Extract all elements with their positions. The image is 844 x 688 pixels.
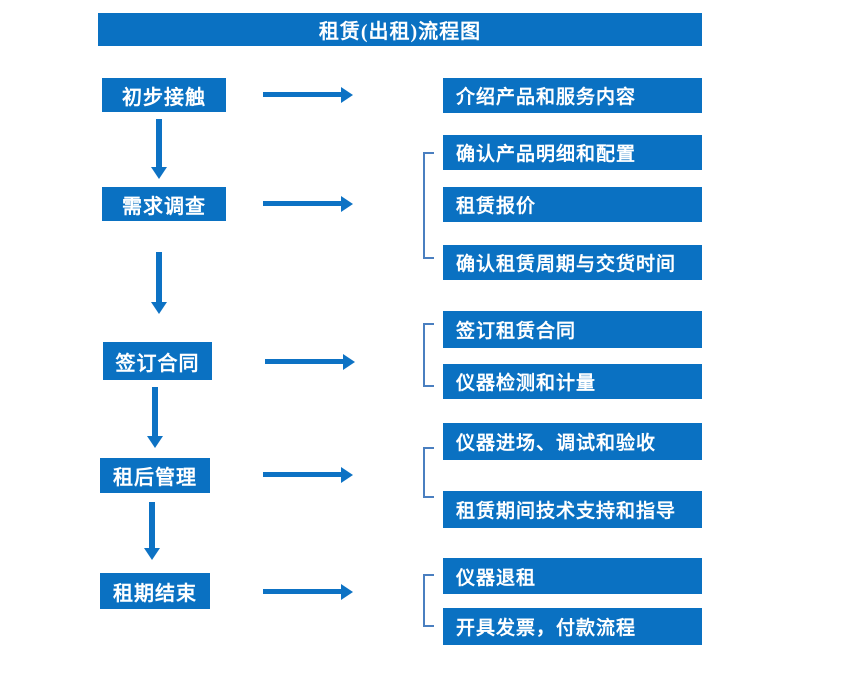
flowchart-title-banner: 租赁(出租)流程图	[98, 13, 702, 46]
right-arrow-4	[263, 467, 353, 483]
step-box-post-rental-management: 租后管理	[100, 458, 210, 493]
detail-label: 开具发票，付款流程	[456, 618, 637, 639]
detail-label: 租赁期间技术支持和指导	[456, 501, 677, 522]
arrow-shaft	[263, 92, 342, 97]
down-arrow-1	[151, 119, 167, 179]
down-arrow-3	[147, 387, 163, 448]
detail-box-rental-quote: 租赁报价	[443, 187, 702, 222]
right-arrow-2	[263, 196, 353, 212]
right-arrow-5	[263, 584, 353, 600]
arrow-shaft	[156, 119, 162, 168]
step-label: 初步接触	[122, 86, 206, 109]
arrow-shaft	[263, 201, 342, 206]
arrow-head	[144, 548, 160, 560]
arrow-head	[151, 302, 167, 314]
detail-label: 签订租赁合同	[456, 321, 577, 342]
detail-box-introduce-products: 介绍产品和服务内容	[443, 78, 702, 113]
step-box-initial-contact: 初步接触	[102, 78, 226, 112]
right-arrow-3	[265, 354, 355, 370]
arrow-shaft	[156, 252, 162, 303]
step-box-sign-contract: 签订合同	[103, 342, 212, 380]
arrow-shaft	[265, 359, 344, 364]
detail-label: 介绍产品和服务内容	[456, 87, 637, 108]
arrow-head	[341, 584, 353, 600]
detail-label: 仪器检测和计量	[456, 373, 597, 394]
step-label: 需求调查	[122, 195, 206, 218]
step-label: 租后管理	[113, 467, 197, 489]
group-bracket-lease-end	[423, 574, 434, 627]
arrow-shaft	[263, 589, 342, 594]
step-label: 签订合同	[115, 352, 200, 375]
right-arrow-1	[263, 87, 353, 103]
detail-box-confirm-period-delivery: 确认租赁周期与交货时间	[443, 245, 702, 280]
arrow-head	[343, 354, 355, 370]
detail-label: 确认产品明细和配置	[456, 144, 637, 165]
arrow-head	[341, 467, 353, 483]
arrow-head	[341, 196, 353, 212]
detail-label: 租赁报价	[456, 196, 537, 217]
arrow-shaft	[152, 387, 158, 437]
down-arrow-2	[151, 252, 167, 314]
step-box-lease-end: 租期结束	[100, 573, 210, 609]
arrow-head	[147, 436, 163, 448]
arrow-head	[151, 167, 167, 179]
group-bracket-post-rental-management	[423, 447, 434, 498]
step-label: 租期结束	[113, 582, 197, 605]
down-arrow-4	[144, 502, 160, 560]
detail-box-instrument-setup-acceptance: 仪器进场、调试和验收	[443, 423, 702, 460]
detail-label: 确认租赁周期与交货时间	[456, 254, 677, 275]
step-box-demand-survey: 需求调查	[102, 187, 226, 221]
detail-box-invoice-payment: 开具发票，付款流程	[443, 608, 702, 645]
group-bracket-demand-survey	[423, 152, 434, 259]
detail-box-instrument-inspection: 仪器检测和计量	[443, 364, 702, 399]
detail-label: 仪器退租	[456, 567, 537, 589]
detail-label: 仪器进场、调试和验收	[456, 433, 657, 454]
arrow-head	[341, 87, 353, 103]
flowchart-title-text: 租赁(出租)流程图	[318, 21, 482, 43]
detail-box-instrument-return: 仪器退租	[443, 558, 702, 594]
detail-box-sign-rental-contract: 签订租赁合同	[443, 311, 702, 348]
detail-box-confirm-product-config: 确认产品明细和配置	[443, 135, 702, 170]
arrow-shaft	[149, 502, 155, 549]
detail-box-rental-tech-support: 租赁期间技术支持和指导	[443, 491, 702, 528]
group-bracket-sign-contract	[423, 323, 434, 387]
arrow-shaft	[263, 472, 342, 477]
